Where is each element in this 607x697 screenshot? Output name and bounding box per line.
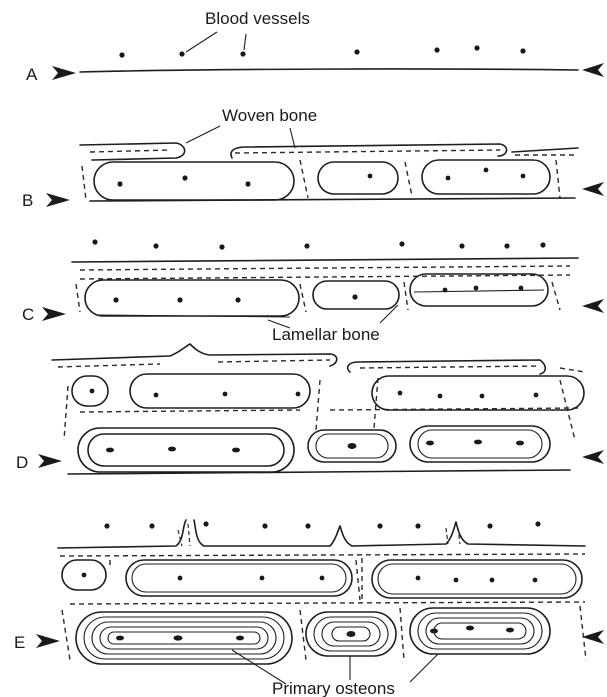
cavity-b1: [94, 162, 294, 200]
woven-bone-label: Woven bone: [222, 106, 317, 125]
cavity-e2-lining: [132, 564, 346, 592]
cavity-b2: [318, 162, 398, 194]
arrow-right-e: [582, 630, 604, 644]
stage-a: Blood vessels A: [26, 9, 604, 84]
stage-label-e: E: [14, 633, 25, 652]
arrow-left-b: [46, 193, 70, 207]
osteon-d1-inner: [88, 434, 284, 466]
lamellar-lining-c3: [414, 290, 544, 292]
woven-top-e: [58, 520, 585, 548]
stage-label-d: D: [16, 453, 28, 472]
arrow-left-d: [38, 454, 62, 468]
blood-vessel-dots-c-inner: [113, 286, 523, 303]
blood-vessel-dots-b: [117, 168, 525, 187]
arrow-left-a: [52, 66, 76, 80]
arrow-left-c: [42, 307, 66, 321]
stage-e: E Primary osteons: [14, 520, 604, 697]
blood-vessel-dots-e-inner: [82, 573, 538, 641]
cavity-e3-lining: [378, 564, 576, 594]
cavity-d3: [372, 376, 584, 410]
cavity-e3: [372, 560, 582, 598]
blood-vessel-dots-d: [90, 389, 539, 453]
surface-line-a: [80, 69, 578, 72]
stage-label-b: B: [22, 191, 33, 210]
stage-label-a: A: [26, 65, 38, 84]
stage-c: Lamellar bone C: [22, 239, 604, 344]
blood-vessels-leader: [186, 32, 246, 52]
woven-top-c: [72, 258, 578, 262]
cavity-d2: [130, 374, 310, 408]
arrow-right-b: [582, 182, 604, 196]
stage-label-c: C: [22, 305, 34, 324]
woven-texture-c: [76, 266, 570, 312]
osteon-e1: [76, 612, 292, 664]
primary-osteons-label: Primary osteons: [272, 679, 395, 697]
stage-d: D: [16, 344, 604, 474]
blood-vessel-dots-c: [92, 239, 545, 249]
arrow-left-e: [36, 634, 60, 648]
blood-vessel-dots-e: [104, 521, 540, 528]
arrow-right-c: [582, 299, 604, 313]
blood-vessel-dots-a: [119, 45, 525, 57]
cavity-b3: [422, 160, 550, 194]
cavity-e2: [126, 560, 352, 596]
stage-b: Woven bone B: [22, 106, 604, 210]
arrow-right-a: [582, 63, 604, 77]
woven-top-d: [52, 344, 545, 374]
blood-vessels-label: Blood vessels: [205, 9, 310, 28]
woven-bone-leader: [186, 126, 295, 148]
arrow-right-d: [582, 450, 604, 464]
